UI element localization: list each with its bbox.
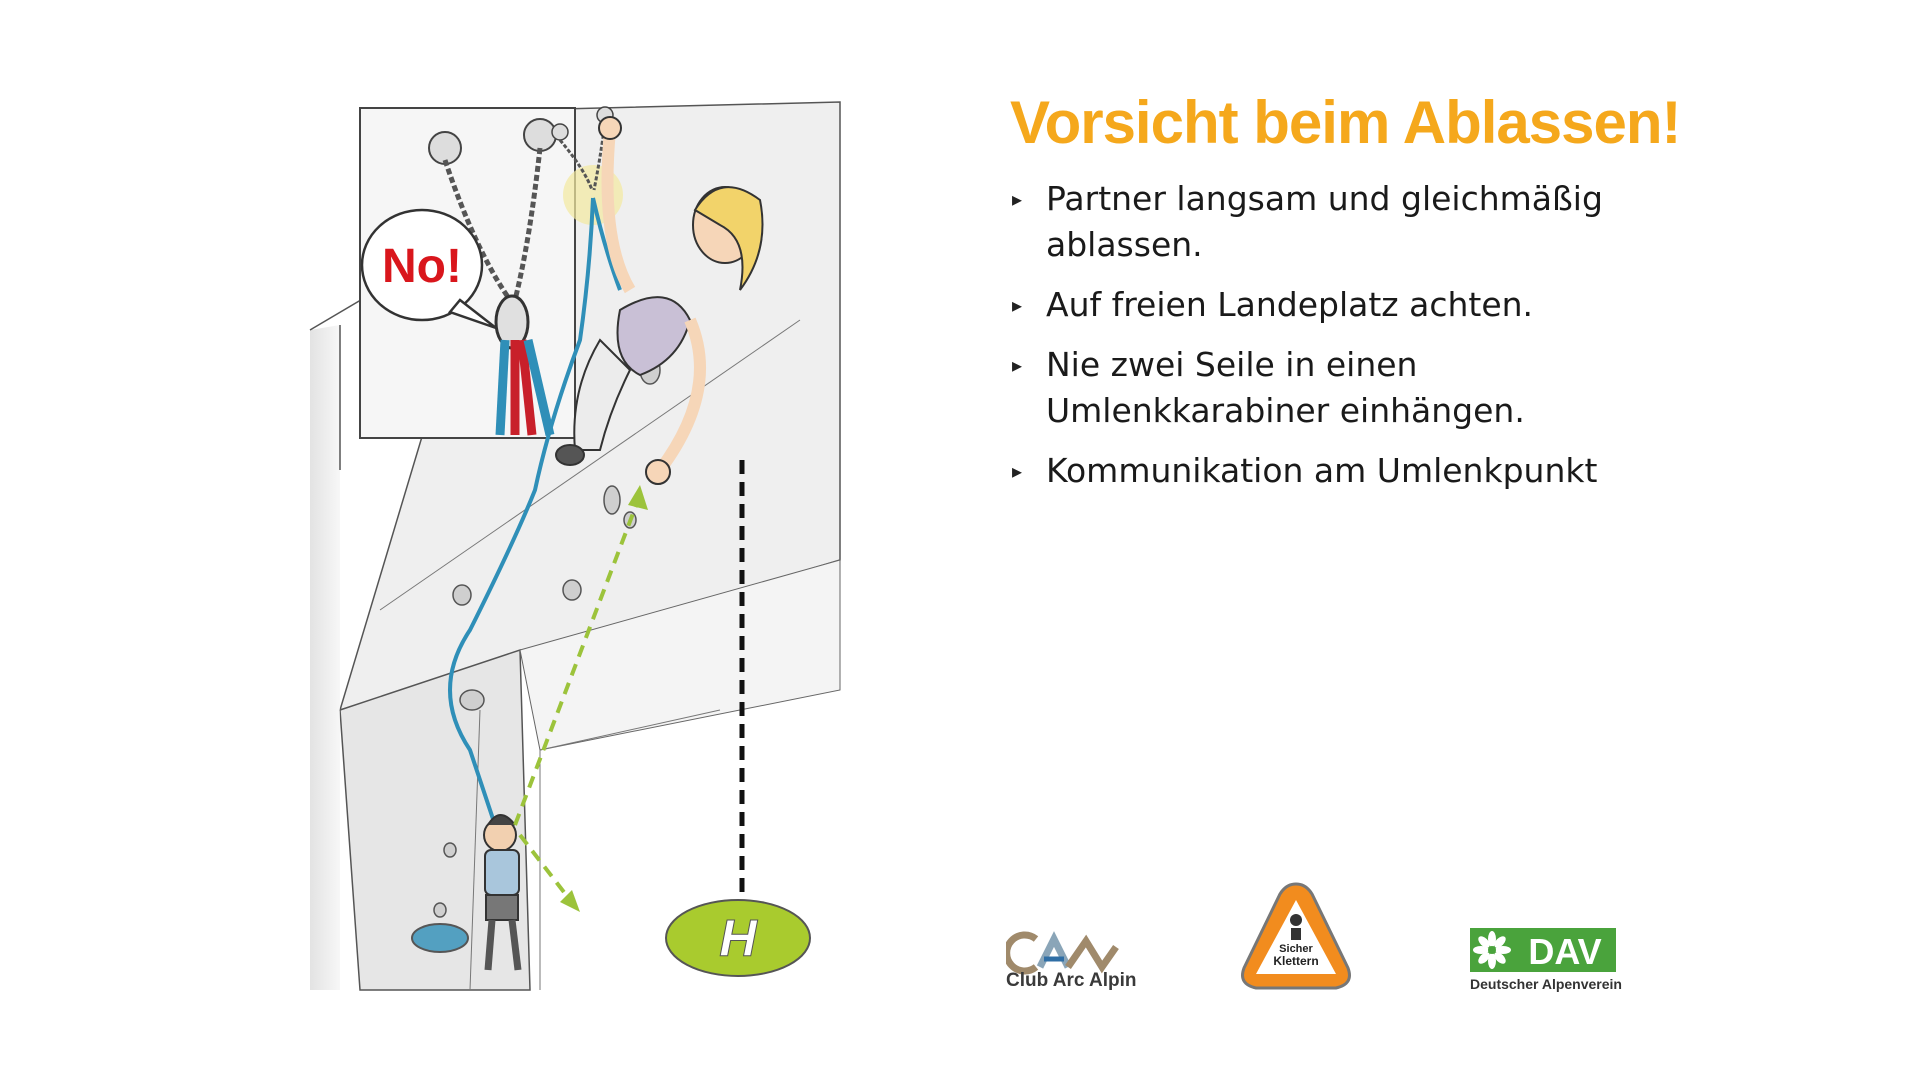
climber-figure	[555, 116, 764, 485]
bullet-arrow-icon: ▸	[1012, 459, 1023, 483]
edelweiss-icon	[1473, 931, 1511, 969]
sicher-klettern-line2: Klettern	[1273, 954, 1318, 968]
rope	[448, 197, 622, 871]
dav-subtitle: Deutscher Alpenverein	[1470, 976, 1622, 992]
dav-logo: DAV	[1470, 928, 1616, 972]
safety-tips-list: ▸ Partner langsam und gleichmäßig ablass…	[1010, 176, 1670, 508]
list-item: ▸ Auf freien Landeplatz achten.	[1010, 282, 1670, 328]
list-item-text: Nie zwei Seile in einen Umlenkkarabiner …	[1046, 345, 1525, 430]
sicher-klettern-triangle-logo: Sicher Klettern	[1241, 882, 1351, 990]
no-speech-bubble-icon: No!	[360, 208, 497, 330]
speech-bubble-text: No!	[382, 240, 462, 293]
bullet-arrow-icon: ▸	[1012, 187, 1023, 211]
list-item-text: Partner langsam und gleichmäßig ablassen…	[1046, 179, 1603, 264]
bullet-arrow-icon: ▸	[1012, 293, 1023, 317]
bullet-arrow-icon: ▸	[1012, 353, 1023, 377]
belayer-figure	[411, 814, 522, 971]
sicher-klettern-line1: Sicher	[1279, 943, 1313, 955]
list-item-text: Auf freien Landeplatz achten.	[1046, 285, 1534, 324]
caa-mountain-logo	[1006, 931, 1119, 975]
dav-wordmark: DAV	[1528, 931, 1601, 972]
helipad-landing-icon: H	[665, 899, 811, 977]
landing-marker-text: H	[719, 910, 758, 968]
list-item: ▸ Partner langsam und gleichmäßig ablass…	[1010, 176, 1670, 268]
climbing-illustration: No!	[309, 101, 841, 991]
page-title: Vorsicht beim Ablassen!	[1010, 89, 1682, 156]
list-item: ▸ Nie zwei Seile in einen Umlenkkarabine…	[1010, 342, 1670, 434]
list-item-text: Kommunikation am Umlenkpunkt	[1046, 451, 1598, 490]
anchor-inset: No!	[359, 107, 576, 439]
list-item: ▸ Kommunikation am Umlenkpunkt	[1010, 448, 1670, 494]
club-arc-alpin-label: Club Arc Alpin	[1006, 970, 1137, 991]
